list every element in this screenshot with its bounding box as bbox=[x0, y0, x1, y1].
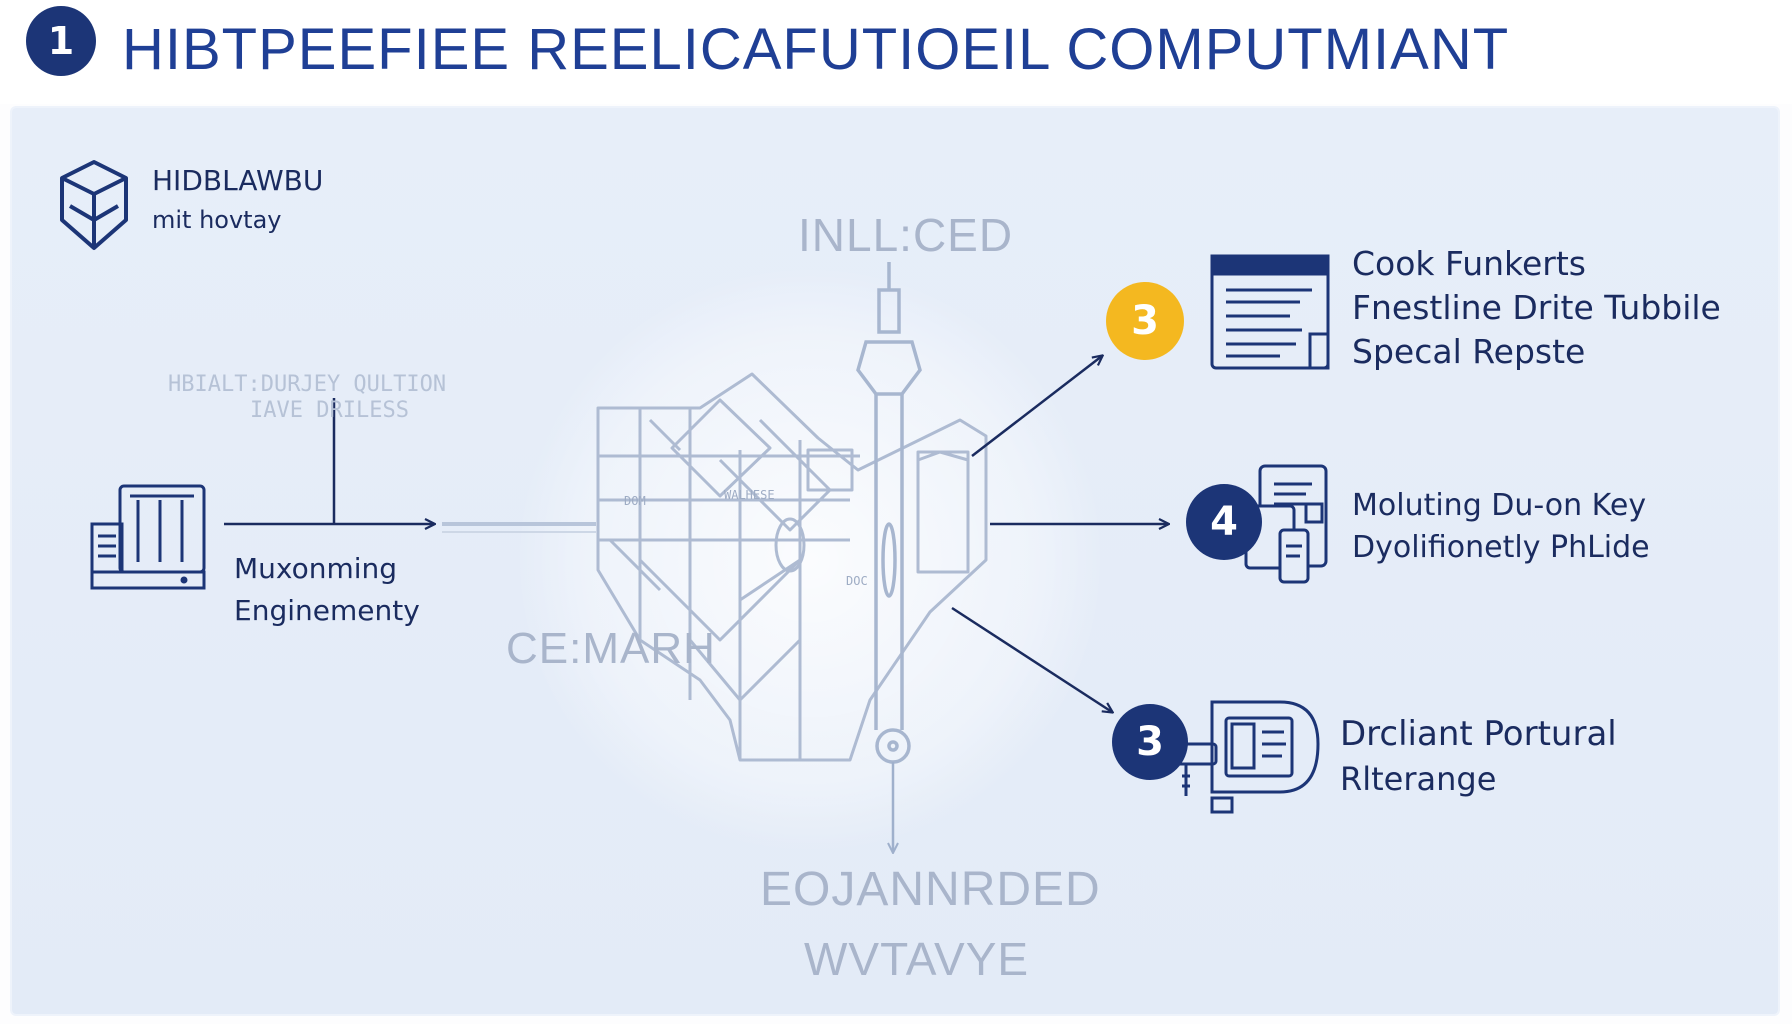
document-list-icon bbox=[1210, 254, 1330, 370]
center-tiny-label-1: DOM bbox=[624, 494, 646, 508]
center-faint-note-line2: IAVE DRILESS bbox=[250, 398, 409, 423]
step-badge-1: 1 bbox=[26, 6, 96, 76]
step-badge-3-gold: 3 bbox=[1106, 282, 1184, 360]
page-title: HIBTPEEFIEE REELICAFUTIOEIL COMPUTMIANT bbox=[122, 17, 1510, 82]
step-number: 3 bbox=[1136, 719, 1164, 765]
right-node-3-line1: Drcliant Portural bbox=[1340, 714, 1617, 754]
left-connector bbox=[224, 398, 596, 533]
top-left-label-title: HIDBLAWBU bbox=[152, 164, 324, 197]
center-bottom-label-line2: WVTAVYE bbox=[804, 933, 1030, 985]
center-glow bbox=[520, 270, 1100, 850]
center-tiny-label-3: DOC bbox=[846, 574, 868, 588]
center-bottom-label-line1: EOJANNRDED bbox=[760, 863, 1101, 916]
right-node-2-line2: Dyolifionetly PhLide bbox=[1352, 530, 1650, 565]
step-number: 3 bbox=[1131, 298, 1159, 344]
right-node-1-line1: Cook Funkerts bbox=[1352, 244, 1586, 283]
step-number: 1 bbox=[47, 19, 75, 63]
step-number: 4 bbox=[1210, 499, 1238, 545]
center-faint-note-line1: HBIALT:DURJEY QULTION bbox=[168, 372, 447, 397]
left-node-line1: Muxonming bbox=[234, 552, 398, 585]
server-rack-icon bbox=[90, 484, 206, 590]
right-node-1-line2: Fnestline Drite Tubbile bbox=[1352, 288, 1721, 327]
central-machine-illustration bbox=[596, 372, 988, 762]
right-connectors bbox=[951, 356, 1168, 712]
right-node-1-line3: Specal Repste bbox=[1352, 332, 1586, 371]
right-node-2-line1: Moluting Du-on Key bbox=[1352, 488, 1647, 523]
central-tower bbox=[856, 262, 922, 764]
shield-box-icon bbox=[60, 160, 128, 250]
center-tiny-label-2: WALHESE bbox=[724, 488, 775, 502]
left-node-line2: Enginementy bbox=[234, 594, 420, 627]
step-badge-3-navy: 3 bbox=[1112, 704, 1188, 780]
center-side-label: CE:MARH bbox=[506, 624, 716, 673]
right-node-3-line2: Rlterange bbox=[1340, 760, 1497, 798]
center-top-label: INLL:CED bbox=[798, 209, 1014, 261]
plug-card-icon bbox=[1174, 700, 1320, 814]
step-badge-4: 4 bbox=[1186, 484, 1262, 560]
header-bar: 1 HIBTPEEFIEE REELICAFUTIOEIL COMPUTMIAN… bbox=[0, 0, 1792, 104]
top-left-label-subtitle: mit hovtay bbox=[152, 206, 282, 234]
